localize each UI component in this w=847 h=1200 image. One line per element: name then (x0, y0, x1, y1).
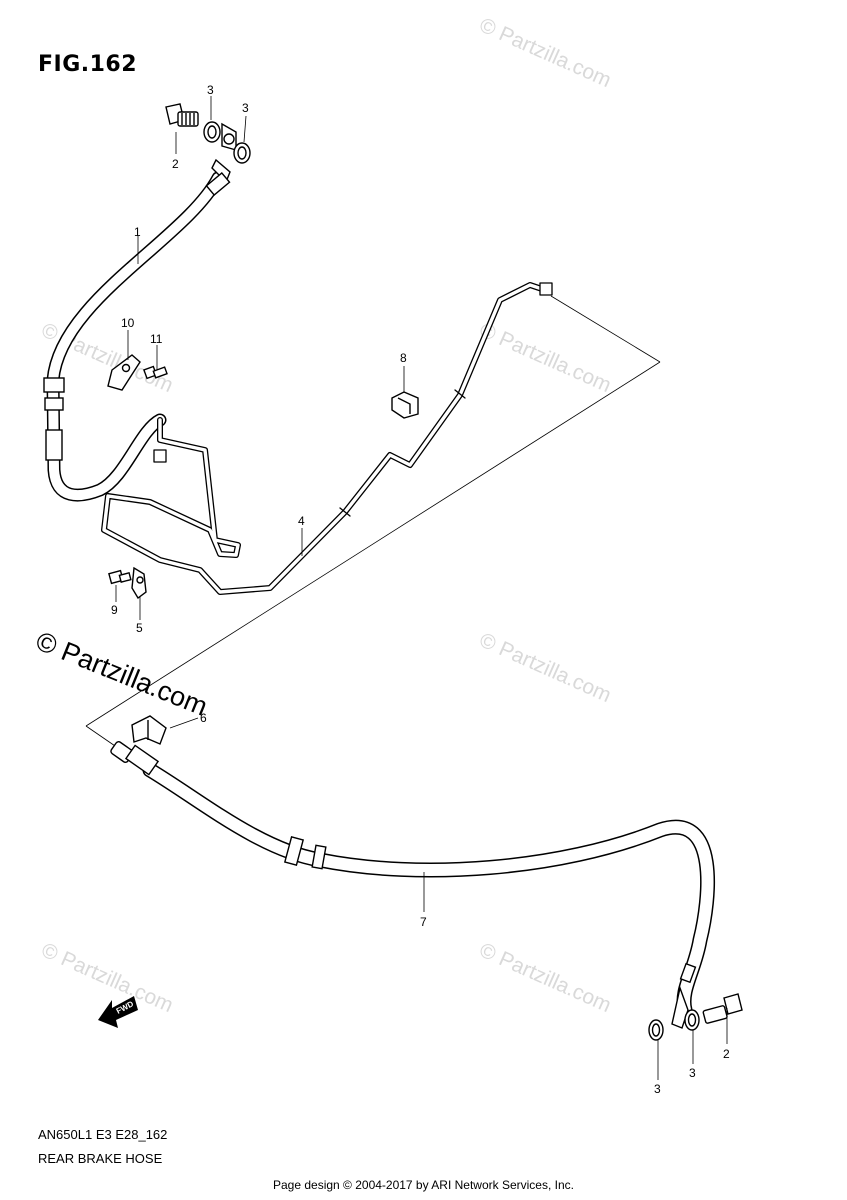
clamp-part-8 (391, 391, 419, 419)
callout-4: 4 (298, 514, 305, 528)
callout-1: 1 (134, 225, 141, 239)
callout-6: 6 (200, 711, 207, 725)
watermark-text: © Partzilla.com (476, 629, 615, 708)
callout-11: 11 (150, 332, 163, 346)
watermark-text: © Partzilla.com (476, 14, 615, 93)
callout-9: 9 (111, 603, 118, 617)
watermark-text: © Partzilla.com (38, 939, 177, 1018)
brake-hose-lower (110, 741, 716, 1029)
reference-lines (85, 295, 661, 749)
figure-caption: REAR BRAKE HOSE (38, 1151, 163, 1166)
callout-3: 3 (242, 101, 249, 115)
callout-2: 2 (172, 157, 179, 171)
callout-3: 3 (654, 1082, 661, 1096)
callout-5: 5 (136, 621, 143, 635)
clamp-part-5 (108, 566, 147, 600)
bracket-part-10 (107, 354, 168, 391)
page-footer: Page design © 2004-2017 by ARI Network S… (272, 1178, 574, 1192)
forward-direction-arrow: FWD (98, 996, 138, 1028)
partzilla-watermark: © Partzilla.com (32, 626, 212, 722)
model-code: AN650L1 E3 E28_162 (38, 1127, 168, 1142)
brake-hose-upper (43, 158, 231, 502)
callout-7: 7 (420, 915, 427, 929)
watermark-text: © Partzilla.com (476, 939, 615, 1018)
watermark-text: © Partzilla.com (476, 319, 615, 398)
leader-lines (115, 96, 728, 1080)
callout-2: 2 (723, 1047, 730, 1061)
callout-labels: 2 3 3 1 10 11 8 4 9 5 6 7 2 3 3 (111, 83, 730, 1096)
callout-10: 10 (121, 316, 135, 330)
figure-title: FIG.162 (38, 52, 138, 77)
callout-8: 8 (400, 351, 407, 365)
watermark-main-text: © Partzilla.com (32, 626, 212, 722)
callout-3: 3 (207, 83, 214, 97)
lower-banjo-fitting (648, 993, 743, 1041)
callout-3: 3 (689, 1066, 696, 1080)
upper-banjo-fitting (165, 103, 251, 164)
clip-part-6 (131, 715, 167, 745)
brake-pipe (101, 282, 553, 595)
